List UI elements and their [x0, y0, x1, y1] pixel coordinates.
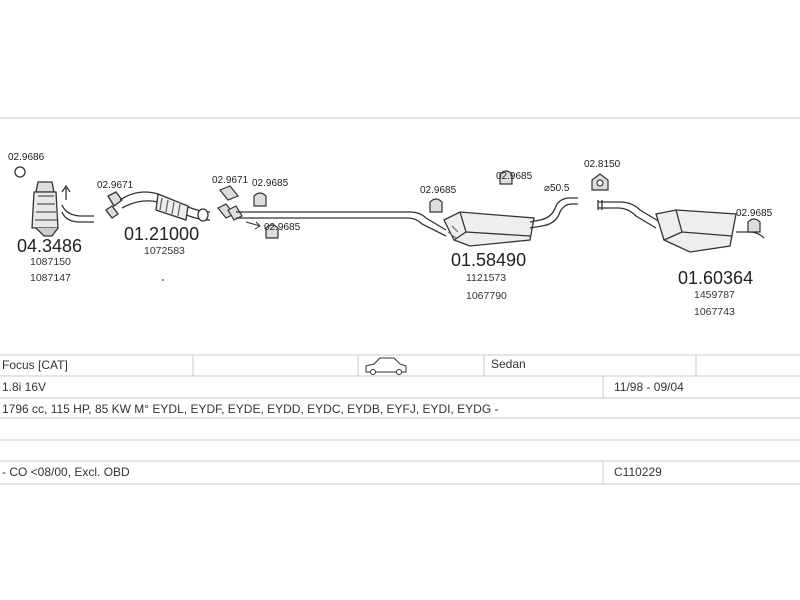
mid-clamps: [217, 185, 279, 239]
front-pipe: [105, 191, 211, 222]
mount-center-left-label: 02.9685: [420, 185, 457, 196]
rubber-mount-icon: [747, 218, 761, 233]
center-silencer: [236, 197, 578, 247]
rubber-mount-icon: [429, 198, 443, 213]
vehicle-model: Focus [CAT]: [2, 358, 68, 372]
rubber-mount-icon: [265, 224, 279, 239]
clamp-mid-b-label: 02.9685: [252, 178, 289, 189]
front-pipe-ref: 1072583: [144, 245, 185, 257]
arrow-icon: [245, 221, 261, 230]
clamp-rear-top-label: 02.8150: [584, 159, 621, 170]
vehicle-engine: 1.8i 16V: [2, 380, 47, 394]
clamp-icon: [219, 185, 239, 201]
vehicle-body: Sedan: [491, 357, 526, 371]
vehicle-notes: - CO <08/00, Excl. OBD: [2, 465, 130, 479]
clamp-mid-a-label: 02.9671: [212, 175, 249, 186]
rubber-mount-icon: [253, 192, 267, 207]
clamp-front-pipe-label: 02.9671: [97, 180, 134, 191]
rear-box-code: 01.60364: [678, 268, 753, 288]
center-box-ref-2: 1067790: [466, 290, 507, 302]
sedan-car-icon: [365, 357, 407, 375]
cat-ref-1: 1087150: [30, 256, 71, 268]
cat-code: 04.3486: [17, 236, 82, 256]
mount-rear-label: 02.9685: [736, 208, 773, 219]
catalytic-converter: [14, 166, 94, 237]
diameter-label: ⌀50.5: [544, 183, 570, 194]
clamp-top-left-label: 02.9686: [8, 152, 45, 163]
vehicle-specs: 1796 cc, 115 HP, 85 KW M° EYDL, EYDF, EY…: [2, 402, 499, 416]
rear-box-ref-1: 1459787: [694, 289, 735, 301]
rear-box-ref-2: 1067743: [694, 306, 735, 318]
speck: [162, 279, 164, 281]
kit-code: C110229: [614, 465, 662, 479]
cat-ref-2: 1087147: [30, 272, 71, 284]
rear-silencer: [597, 200, 765, 253]
mount-center-right-label: 02.9685: [496, 171, 533, 182]
rubber-mount-icon: [499, 170, 513, 185]
rear-mounts: [591, 173, 761, 233]
clamp-mid-c-label: 02.9685: [264, 222, 301, 233]
center-mounts: [429, 170, 513, 213]
center-box-ref-1: 1121573: [466, 272, 506, 284]
clamp-ring-icon: [14, 166, 26, 178]
vehicle-years: 11/98 - 09/04: [614, 380, 684, 394]
front-pipe-code: 01.21000: [124, 224, 199, 244]
center-box-code: 01.58490: [451, 250, 526, 270]
